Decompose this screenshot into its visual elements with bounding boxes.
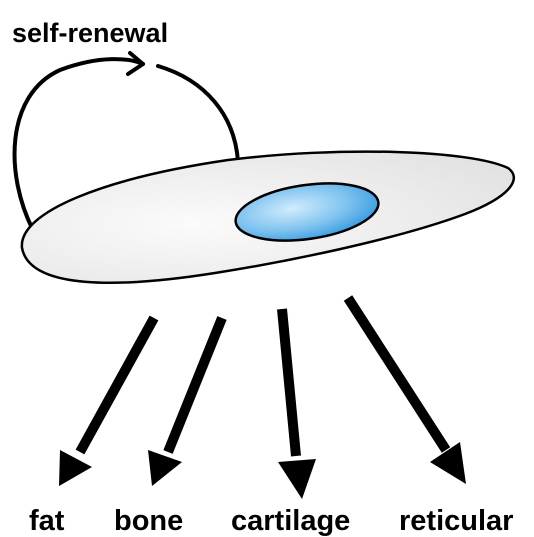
arrow-bone-shaft [168, 318, 222, 452]
arrow-fat-head-icon [59, 450, 92, 486]
self-renewal-loop-tail [158, 66, 238, 162]
arrow-fat-shaft [80, 318, 154, 452]
self-renewal-label: self-renewal [12, 18, 168, 48]
lineage-label-cartilage: cartilage [231, 505, 350, 537]
arrow-reticular-shaft [348, 298, 446, 450]
lineage-label-reticular: reticular [399, 505, 513, 537]
lineage-label-fat: fat [29, 505, 65, 537]
differentiation-arrows [59, 298, 466, 499]
arrow-cartilage-head-icon [278, 459, 316, 499]
lineage-label-bone: bone [114, 505, 183, 537]
arrow-cartilage-shaft [282, 309, 296, 456]
arrow-bone-head-icon [148, 450, 182, 486]
self-renewal-arrowhead-icon [128, 53, 143, 74]
